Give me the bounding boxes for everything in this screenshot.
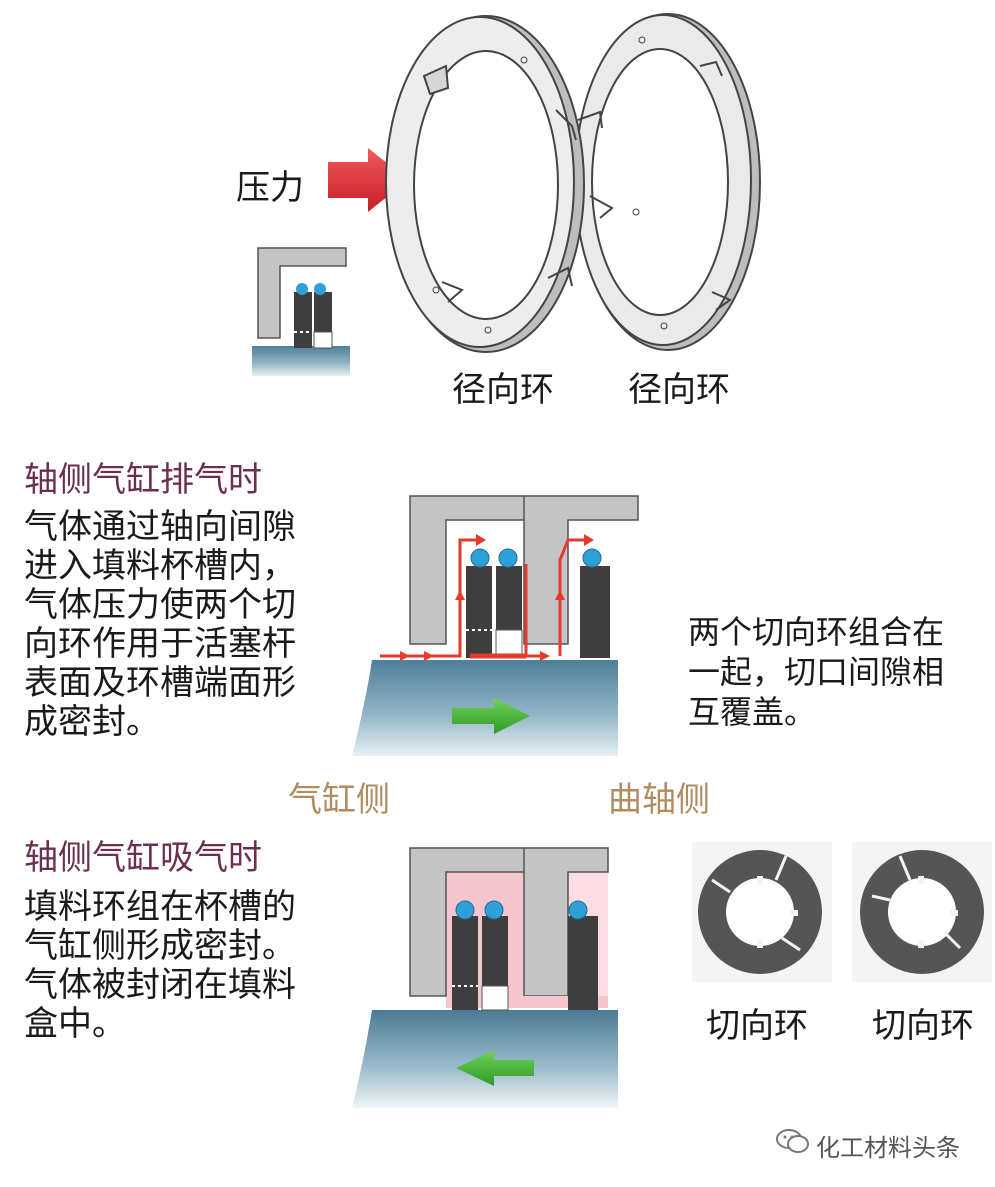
rod-motion-arrow-right <box>452 698 530 734</box>
exhaust-heading: 轴侧气缸排气时 <box>24 460 262 500</box>
tangential-note: 两个切向环组合在 一起，切口间隙相 互覆盖。 <box>688 612 944 732</box>
radial-ring-left <box>385 15 585 353</box>
cylinder-side-label: 气缸侧 <box>288 780 390 820</box>
wechat-icon <box>776 1128 810 1154</box>
rod-motion-arrow-left <box>456 1050 534 1086</box>
exhaust-line: 气体通过轴向间隙 <box>24 507 296 547</box>
note-line: 互覆盖。 <box>688 693 817 731</box>
note-line: 两个切向环组合在 <box>688 613 945 651</box>
exhaust-description: 气体通过轴向间隙 进入填料杯槽内， 气体压力使两个切 向环作用于活塞杆 表面及环… <box>24 508 344 742</box>
exhaust-line: 成密封。 <box>24 702 160 742</box>
tangential-ring-label-1: 切向环 <box>706 1006 808 1046</box>
crank-side-label: 曲轴侧 <box>608 780 710 820</box>
intake-line: 气缸侧形成密封。 <box>24 926 296 966</box>
exhaust-line: 进入填料杯槽内， <box>24 546 296 586</box>
exhaust-line: 向环作用于活塞杆 <box>24 624 296 664</box>
note-line: 一起，切口间隙相 <box>688 653 945 691</box>
small-cup-section <box>252 247 350 376</box>
intake-heading: 轴侧气缸吸气时 <box>24 838 262 878</box>
intake-line: 填料环组在杯槽的 <box>24 887 296 927</box>
exhaust-line: 气体压力使两个切 <box>24 585 296 625</box>
tangential-ring-right <box>852 842 992 982</box>
radial-ring-right <box>574 13 761 351</box>
pressure-label: 压力 <box>236 168 304 208</box>
exhaust-line: 表面及环槽端面形 <box>24 663 296 703</box>
radial-ring-label-2: 径向环 <box>628 370 730 410</box>
intake-line: 气体被封闭在填料 <box>24 965 296 1005</box>
radial-ring-label-1: 径向环 <box>452 370 554 410</box>
intake-line: 盒中。 <box>24 1004 126 1044</box>
watermark-text: 化工材料头条 <box>816 1134 960 1162</box>
tangential-ring-left <box>692 842 832 982</box>
radial-rings-illustration <box>252 13 761 376</box>
tangential-ring-label-2: 切向环 <box>872 1006 974 1046</box>
intake-description: 填料环组在杯槽的 气缸侧形成密封。 气体被封闭在填料 盒中。 <box>24 888 344 1044</box>
